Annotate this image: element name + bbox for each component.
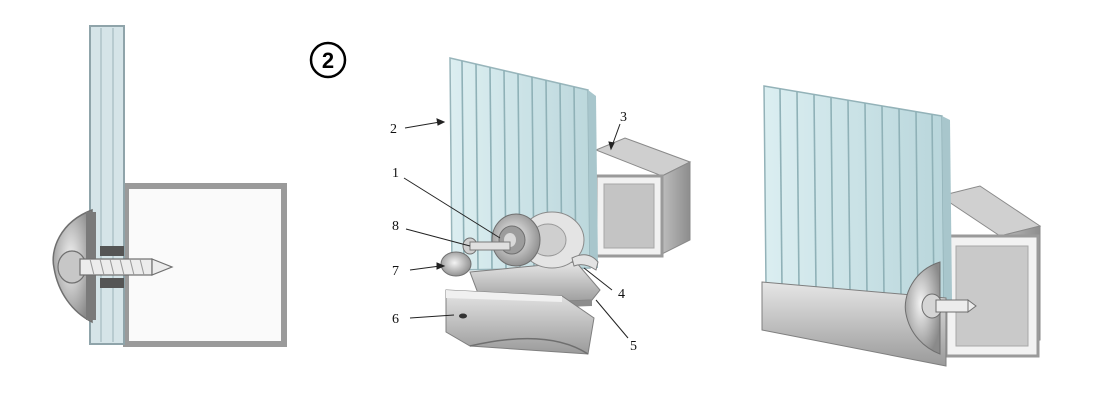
section-view	[52, 25, 287, 347]
exploded-square-profile	[594, 137, 692, 258]
label-2: 2	[390, 122, 397, 137]
assembled-bottom-profile	[761, 281, 947, 367]
leader-lines	[403, 118, 629, 339]
step-badge-number: 2	[322, 48, 334, 73]
label-7: 7	[392, 264, 399, 279]
label-3: 3	[620, 110, 627, 125]
step-badge: 2	[309, 41, 347, 79]
label-8: 8	[392, 219, 399, 234]
exploded-cap	[440, 251, 472, 277]
section-screw	[57, 250, 174, 284]
label-1: 1	[392, 166, 399, 181]
exploded-view: 2 3 1 8 7 6 4 5	[390, 57, 692, 355]
label-6: 6	[392, 312, 399, 327]
exploded-washer-assembly	[491, 211, 585, 269]
label-5: 5	[630, 339, 637, 354]
label-4: 4	[618, 287, 625, 302]
assembled-profile-top	[938, 185, 1042, 237]
exploded-screw	[462, 237, 511, 255]
exploded-base-profile	[445, 289, 595, 355]
exploded-end-plug	[571, 254, 599, 271]
assembled-view	[761, 85, 1042, 367]
assembled-washer-screw	[904, 261, 977, 355]
